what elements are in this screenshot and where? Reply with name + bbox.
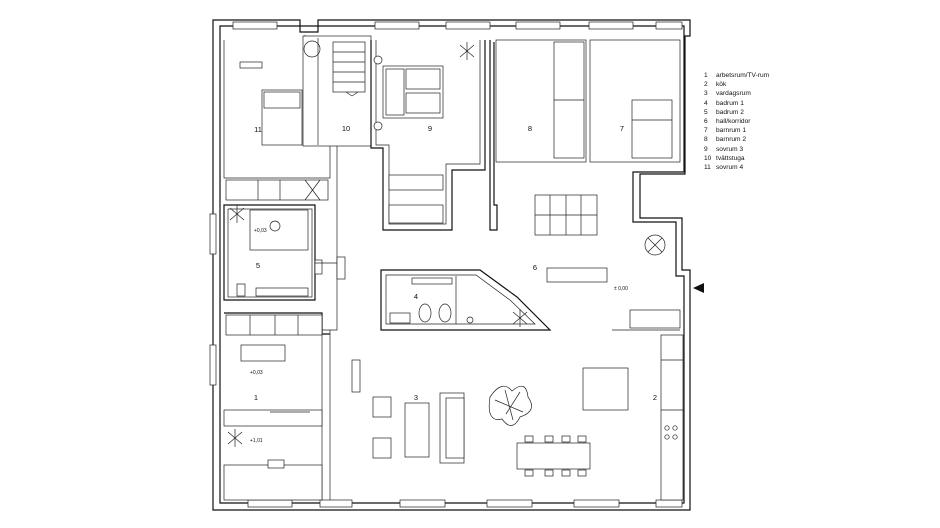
legend-number: 4 xyxy=(704,99,708,107)
legend-item: 4 badrum 1 xyxy=(704,99,814,108)
legend-room-name: tvättstuga xyxy=(716,154,745,162)
legend-room-name: sovrum 3 xyxy=(716,145,744,153)
legend-room-name: sovrum 4 xyxy=(716,164,744,172)
legend-number: 6 xyxy=(704,118,708,126)
legend-number: 9 xyxy=(704,145,708,153)
legend-item: 7 barnrum 1 xyxy=(704,126,814,135)
legend-room-name: badrum 2 xyxy=(716,108,744,116)
legend-item: 11 sovrum 4 xyxy=(704,163,814,172)
room-label-5: 5 xyxy=(256,261,260,270)
legend-item: 5 badrum 2 xyxy=(704,108,814,117)
room-label-6: 6 xyxy=(533,263,537,272)
level-loft: +1,01 xyxy=(250,438,263,444)
small-plant-icon xyxy=(227,42,528,447)
level-bath2: +0,03 xyxy=(254,228,267,234)
room-label-9: 9 xyxy=(428,124,432,133)
legend-room-name: badrum 1 xyxy=(716,99,744,107)
legend-number: 1 xyxy=(704,72,708,79)
room-legend: 1 arbetsrum/TV-rum 2 kök 3 vardagsrum 4 badrum … xyxy=(704,71,814,172)
plant-icon xyxy=(488,385,532,426)
legend-item: 6 hall/korridor xyxy=(704,117,814,126)
legend-room-name: vardagsrum xyxy=(716,90,751,98)
level-hall: ± 0,00 xyxy=(614,286,628,292)
room-label-1: 1 xyxy=(254,393,258,402)
room-label-7: 7 xyxy=(620,124,624,133)
legend-item: 8 barnrum 2 xyxy=(704,135,814,144)
legend-room-name: kök xyxy=(716,81,727,89)
legend-number: 2 xyxy=(704,81,708,89)
legend-item: 1 arbetsrum/TV-rum xyxy=(704,71,814,80)
legend-room-name: hall/korridor xyxy=(716,118,751,126)
legend-number: 7 xyxy=(704,127,708,135)
room-label-3: 3 xyxy=(414,393,418,402)
room-label-8: 8 xyxy=(528,124,532,133)
room-label-10: 10 xyxy=(342,124,350,133)
level-room1: +0,03 xyxy=(250,370,263,376)
interior-walls xyxy=(223,35,704,501)
legend-number: 8 xyxy=(704,136,708,144)
room-label-2: 2 xyxy=(653,393,657,402)
legend-number: 3 xyxy=(704,90,708,98)
legend-item: 10 tvättstuga xyxy=(704,154,814,163)
legend-number: 11 xyxy=(704,164,711,172)
legend-item: 3 vardagsrum xyxy=(704,89,814,98)
legend-room-name: barnrum 1 xyxy=(716,127,747,135)
legend-number: 10 xyxy=(704,154,712,162)
legend-room-name: barnrum 2 xyxy=(716,136,747,144)
legend-item: 9 sovrum 3 xyxy=(704,145,814,154)
legend-number: 5 xyxy=(704,108,708,116)
room-label-11: 11 xyxy=(254,125,262,134)
legend-room-name: arbetsrum/TV-rum xyxy=(716,72,770,79)
room-label-4: 4 xyxy=(414,292,418,301)
legend-item: 2 kök xyxy=(704,80,814,89)
